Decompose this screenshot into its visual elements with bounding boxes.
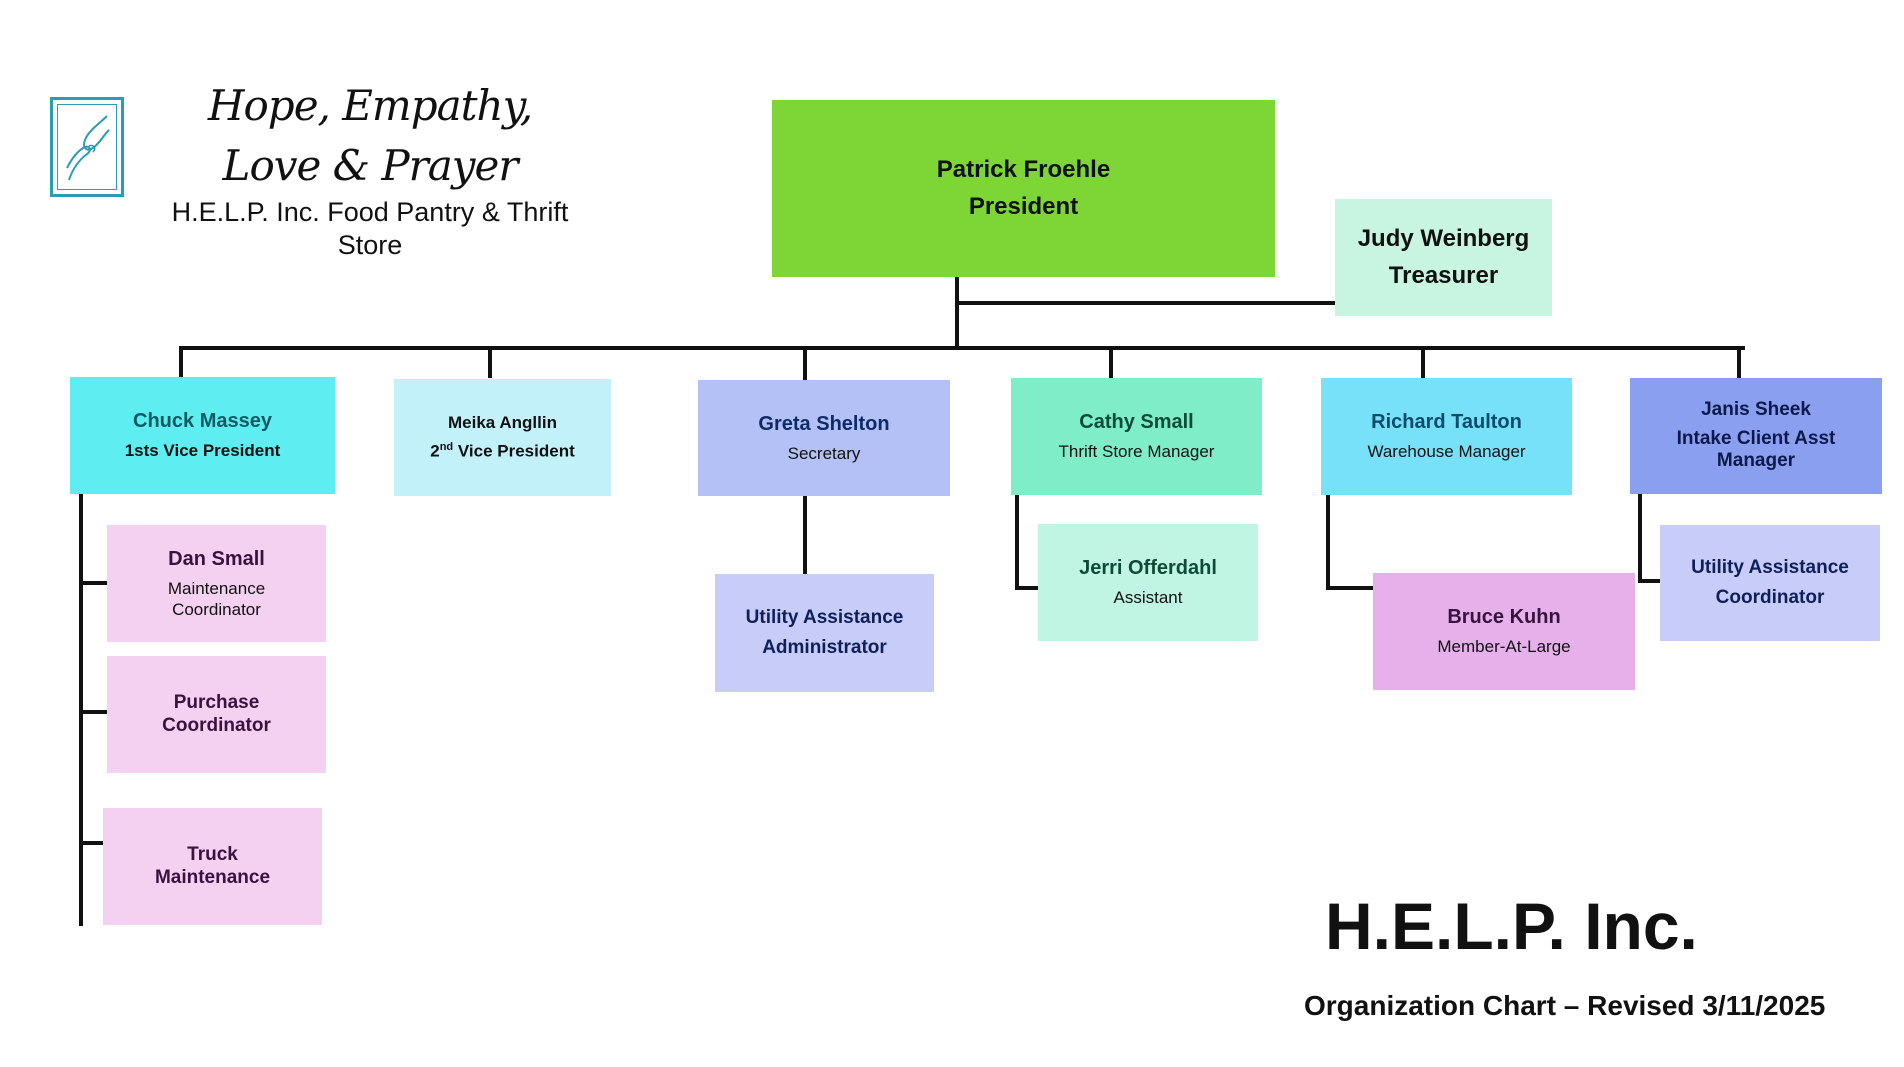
truck-box: Truck Maintenance: [103, 808, 322, 925]
intake-box: Janis Sheek Intake Client Asst Manager: [1630, 378, 1882, 494]
truck-name: Truck Maintenance: [154, 843, 271, 888]
chart-title: H.E.L.P. Inc.: [1325, 889, 1698, 963]
thrift-box: Cathy Small Thrift Store Manager: [1011, 378, 1262, 495]
utility-admin-name: Utility Assistance Administrator: [745, 607, 904, 658]
maintenance-name: Dan Small: [168, 548, 265, 571]
thrift-role: Thrift Store Manager: [1058, 442, 1215, 462]
treasurer-connector: [955, 301, 1340, 305]
main-horizontal-bus: [179, 346, 1745, 350]
warehouse-name: Richard Taulton: [1371, 411, 1522, 434]
org-name: H.E.L.P. Inc. Food Pantry & Thrift Store: [171, 197, 569, 260]
truck-branch: [79, 841, 105, 845]
purchase-box: Purchase Coordinator: [107, 656, 326, 773]
maintenance-box: Dan Small Maintenance Coordinator: [107, 525, 326, 642]
chart-subtitle: Organization Chart – Revised 3/11/2025: [1304, 990, 1826, 1021]
utility-coord-box: Utility Assistance Coordinator: [1660, 525, 1880, 641]
thrift-name: Cathy Small: [1079, 411, 1194, 434]
assistant-role: Assistant: [1113, 588, 1183, 608]
drop-warehouse: [1421, 346, 1425, 378]
vp2-role-title: Vice President: [453, 441, 575, 461]
purchase-name: Purchase Coordinator: [162, 691, 271, 736]
vp1-name: Chuck Massey: [133, 410, 272, 433]
thrift-vertical: [1015, 494, 1019, 590]
utility-coord-branch: [1638, 579, 1660, 583]
logo: [50, 97, 124, 197]
vp1-role: 1sts Vice President: [124, 441, 281, 461]
drop-thrift: [1109, 346, 1113, 378]
utility-coord-name: Utility Assistance Coordinator: [1691, 557, 1849, 608]
assistant-name: Jerri Offerdahl: [1079, 557, 1217, 580]
helping-hands-icon: [66, 115, 110, 181]
drop-secretary: [803, 346, 807, 380]
treasurer-name: Judy Weinberg: [1357, 224, 1530, 252]
maintenance-role: Maintenance Coordinator: [167, 579, 266, 619]
utility-admin-box: Utility Assistance Administrator: [715, 574, 934, 692]
secretary-vertical: [803, 495, 807, 575]
intake-name: Janis Sheek: [1701, 398, 1811, 420]
president-box: Patrick Froehle President: [772, 100, 1275, 277]
president-role: President: [968, 192, 1079, 220]
logo-frame: [57, 104, 117, 190]
vp1-box: Chuck Massey 1sts Vice President: [70, 377, 335, 494]
warehouse-vertical: [1326, 494, 1330, 590]
vp2-box: Meika Angllin 2nd Vice President: [394, 379, 611, 496]
warehouse-box: Richard Taulton Warehouse Manager: [1321, 378, 1572, 495]
purchase-branch: [79, 710, 107, 714]
treasurer-role: Treasurer: [1388, 261, 1499, 289]
drop-vp2: [488, 346, 492, 378]
president-name: Patrick Froehle: [936, 155, 1111, 183]
secretary-role: Secretary: [787, 443, 861, 463]
assistant-branch: [1015, 586, 1038, 590]
drop-vp1: [179, 346, 183, 378]
vp2-role-ordinal: nd: [439, 441, 454, 454]
treasurer-box: Judy Weinberg Treasurer: [1335, 199, 1552, 316]
assistant-box: Jerri Offerdahl Assistant: [1038, 524, 1258, 641]
member-branch: [1326, 586, 1373, 590]
president-stem: [955, 276, 959, 350]
secretary-box: Greta Shelton Secretary: [698, 380, 950, 496]
secretary-name: Greta Shelton: [758, 412, 890, 435]
vp2-role-number: 2: [430, 441, 440, 461]
member-box: Bruce Kuhn Member-At-Large: [1373, 573, 1635, 690]
motto: Hope, Empathy, Love & Prayer: [207, 81, 533, 190]
drop-intake: [1737, 346, 1741, 378]
warehouse-role: Warehouse Manager: [1367, 442, 1526, 462]
intake-role: Intake Client Asst Manager: [1676, 427, 1836, 472]
vp2-role: 2nd Vice President: [430, 441, 575, 462]
intake-vertical: [1638, 494, 1642, 583]
maintenance-branch: [79, 581, 107, 585]
vp2-name: Meika Angllin: [448, 412, 557, 432]
member-role: Member-At-Large: [1437, 637, 1571, 657]
member-name: Bruce Kuhn: [1447, 606, 1561, 629]
